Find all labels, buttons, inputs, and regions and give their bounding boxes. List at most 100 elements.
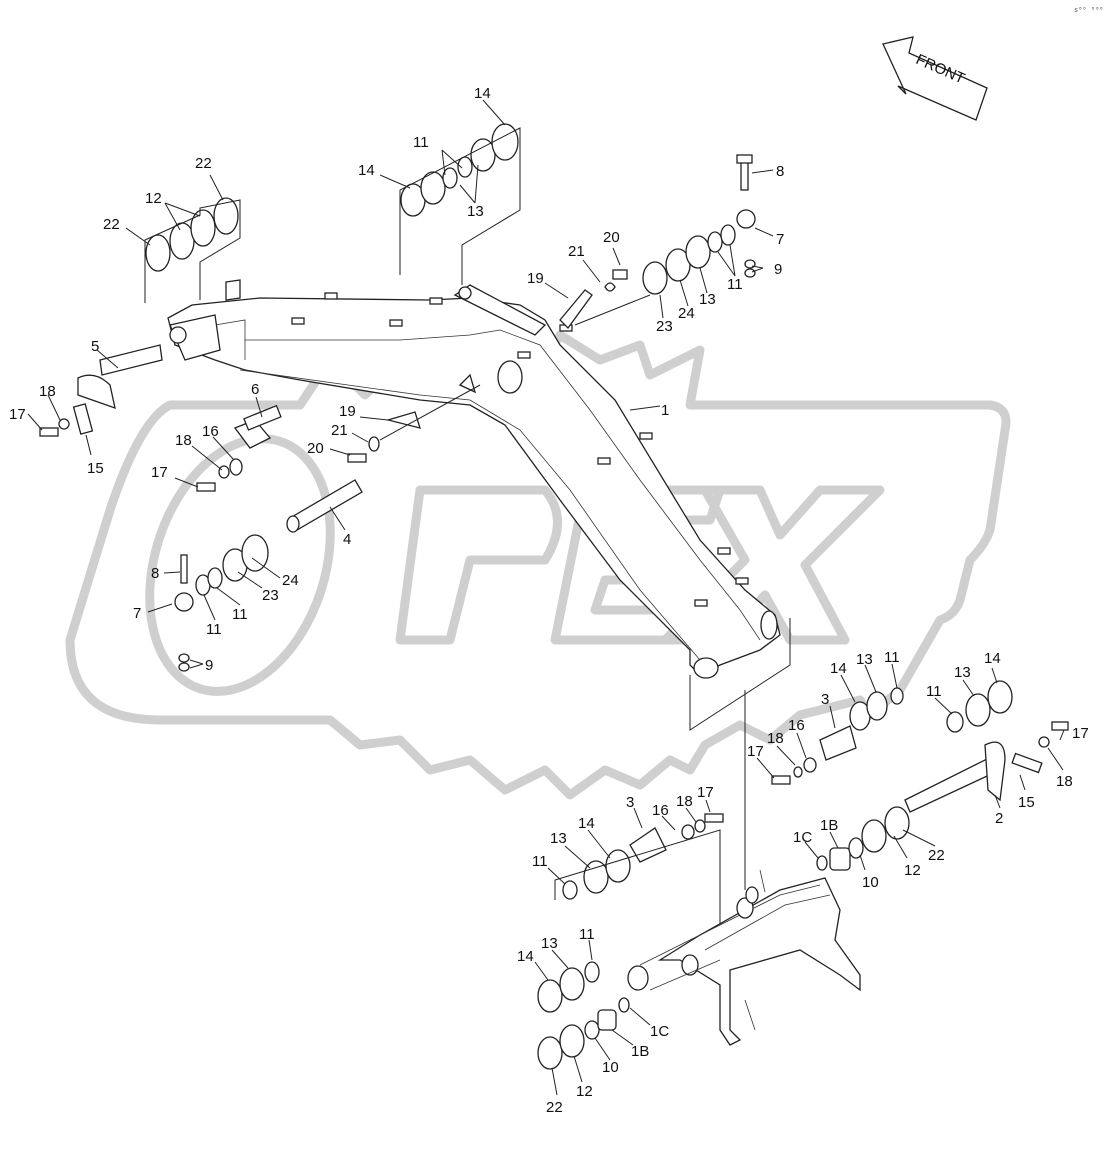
label-p18c: 18 [767, 730, 784, 747]
corner-mark: s⁰⁰ ⁰⁰⁰ [1074, 6, 1104, 14]
watermark-letter-o [145, 434, 335, 696]
right-top-hardware [559, 154, 756, 329]
label-p21b: 21 [331, 422, 348, 439]
label-p5: 5 [91, 338, 99, 355]
label-p6: 6 [251, 381, 259, 398]
bolt-8 [740, 159, 749, 191]
label-p3b: 3 [626, 794, 634, 811]
label-p3a: 3 [821, 691, 829, 708]
boom-foot-bracket [169, 314, 221, 361]
label-p1Ca: 1C [793, 829, 812, 846]
label-p13d: 13 [954, 664, 971, 681]
label-p11b: 11 [727, 276, 743, 293]
label-p22b: 22 [103, 216, 120, 233]
lower-center-hardware [554, 618, 791, 925]
label-p11h: 11 [579, 926, 595, 943]
label-p9b: 9 [205, 657, 213, 674]
label-p12b: 12 [904, 862, 921, 879]
watermark-letter-x [660, 485, 885, 645]
bushing-7 [736, 209, 756, 229]
label-p18d: 18 [1056, 773, 1073, 790]
watermark-letter-p [395, 485, 562, 645]
label-p22c: 22 [928, 847, 945, 864]
label-p12a: 12 [145, 190, 162, 207]
label-p18a: 18 [39, 383, 56, 400]
label-p15b: 15 [1018, 794, 1035, 811]
label-p11g: 11 [532, 853, 548, 870]
boom-foot-bore [169, 326, 187, 344]
bolt-8-lower [180, 554, 188, 584]
label-p14d: 14 [984, 650, 1001, 667]
label-p13a: 13 [467, 203, 484, 220]
bushing-1B [829, 847, 851, 871]
plate-15-right [1011, 752, 1043, 774]
label-p1: 1 [661, 402, 669, 419]
label-p18b: 18 [175, 432, 192, 449]
label-p23a: 23 [656, 318, 673, 335]
label-p1Cb: 1C [650, 1023, 669, 1040]
left-middle-hardware [39, 344, 481, 533]
label-p11e: 11 [884, 649, 900, 666]
label-p13f: 13 [541, 935, 558, 952]
pin-5 [99, 344, 163, 376]
label-p19a: 19 [527, 270, 544, 287]
boom-assembly [167, 279, 781, 679]
label-p17c: 17 [747, 743, 764, 760]
label-p24a: 24 [678, 305, 695, 322]
label-p7a: 7 [776, 231, 784, 248]
label-p8b: 8 [151, 565, 159, 582]
front-arrow: FRONT [882, 36, 988, 121]
label-p8a: 8 [776, 163, 784, 180]
label-p17d: 17 [1072, 725, 1089, 742]
label-p1Bb: 1B [631, 1043, 649, 1060]
label-p1Ba: 1B [820, 817, 838, 834]
washer-stack-top-left [144, 197, 241, 303]
washer-stack-left-lower [174, 534, 269, 672]
label-p10a: 10 [862, 874, 879, 891]
label-p13b: 13 [699, 291, 716, 308]
boom-tip-bore [693, 657, 719, 679]
label-p10b: 10 [602, 1059, 619, 1076]
label-p16c: 16 [652, 802, 669, 819]
label-p7b: 7 [133, 605, 141, 622]
part-labels: 14 11 14 13 22 12 22 8 7 9 20 21 19 23 2… [9, 85, 1089, 1116]
washer-stack-top-center [399, 123, 521, 285]
label-p23b: 23 [262, 587, 279, 604]
leader-lines [27, 99, 1065, 1096]
label-p13e: 13 [550, 830, 567, 847]
label-p11c: 11 [206, 621, 222, 638]
plate-15 [72, 403, 94, 435]
right-middle-hardware [771, 680, 1069, 871]
label-p22a: 22 [195, 155, 212, 172]
label-p13c: 13 [856, 651, 873, 668]
label-p14a: 14 [474, 85, 491, 102]
label-p14b: 14 [358, 162, 375, 179]
label-p2: 2 [995, 810, 1003, 827]
bracket-19-top [559, 289, 593, 329]
label-p20b: 20 [307, 440, 324, 457]
label-p9a: 9 [774, 261, 782, 278]
label-p14c: 14 [830, 660, 847, 677]
label-p24b: 24 [282, 572, 299, 589]
label-p11a: 11 [413, 134, 429, 151]
label-p18e: 18 [676, 793, 693, 810]
washer-stack-bottom [537, 961, 630, 1070]
pin-3-upper [819, 725, 857, 761]
boom-center-boss [497, 360, 523, 394]
label-p16a: 16 [202, 423, 219, 440]
label-p14e: 14 [578, 815, 595, 832]
label-p14f: 14 [517, 948, 534, 965]
bracket-19-mid [385, 411, 421, 429]
label-p17a: 17 [9, 406, 26, 423]
label-p11d: 11 [232, 606, 248, 623]
label-p4: 4 [343, 531, 351, 548]
label-p16b: 16 [788, 717, 805, 734]
label-p19b: 19 [339, 403, 356, 420]
label-p22d: 22 [546, 1099, 563, 1116]
upper-frame [627, 869, 861, 1046]
label-p17e: 17 [697, 784, 714, 801]
label-p20a: 20 [603, 229, 620, 246]
label-p11f: 11 [926, 683, 942, 700]
pin-3-lower [629, 827, 667, 863]
